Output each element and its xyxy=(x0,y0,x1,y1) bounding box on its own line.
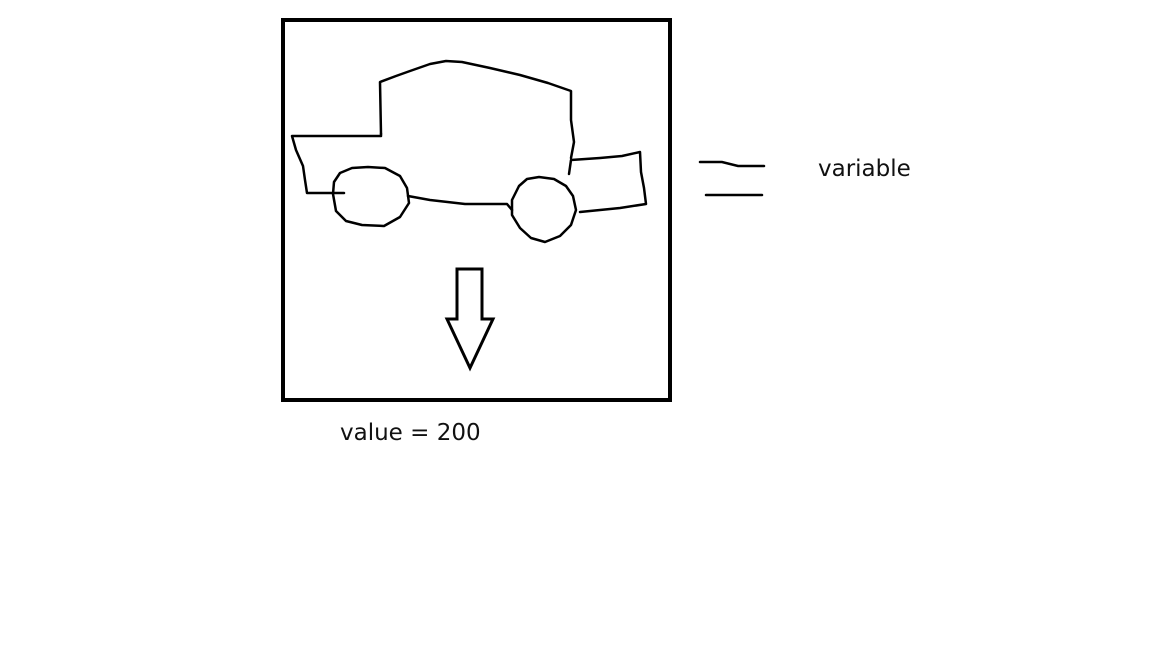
square-frame xyxy=(281,18,672,402)
value-label: value = 200 xyxy=(340,420,481,446)
car-sketch-icon xyxy=(290,59,648,244)
equals-sign-icon xyxy=(698,160,766,197)
down-arrow-icon xyxy=(444,267,496,372)
variable-label: variable xyxy=(818,156,911,182)
